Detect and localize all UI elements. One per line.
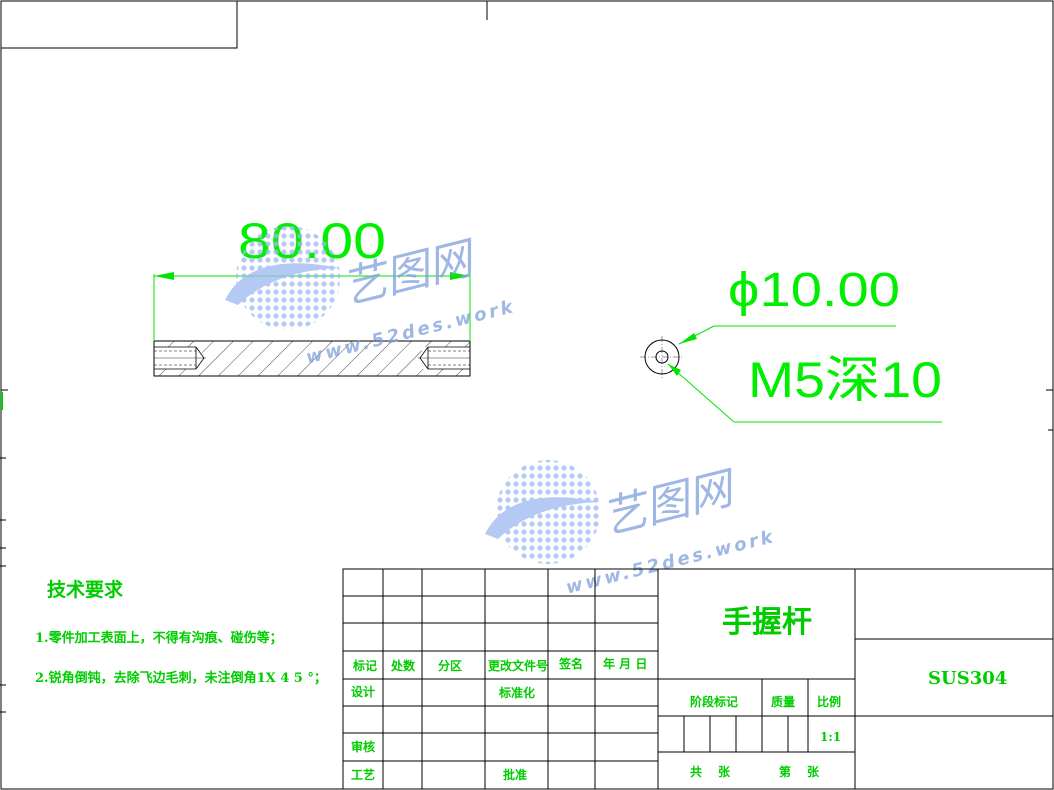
tb-date: 年 月 日 xyxy=(603,656,647,671)
tb-review: 审核 xyxy=(351,739,375,754)
svg-text:艺图网: 艺图网 xyxy=(597,462,742,545)
tb-design: 设计 xyxy=(351,684,375,699)
tb-standardize: 标准化 xyxy=(498,685,535,700)
corner-box xyxy=(0,0,238,49)
tb-zone: 分区 xyxy=(438,658,462,673)
material: SUS304 xyxy=(928,668,1007,689)
tech-req-item-2: 2.锐角倒钝，去除飞边毛刺，未注倒角1X 4 5 °； xyxy=(35,670,327,686)
tb-signature: 签名 xyxy=(558,656,583,671)
svg-text:www.52des.work: www.52des.work xyxy=(564,526,778,598)
side-ticks xyxy=(0,389,1053,713)
tb-sheets-2: 张 xyxy=(807,764,820,779)
watermark-bottom: 艺图网 www.52des.work xyxy=(485,460,778,598)
tb-count: 处数 xyxy=(390,658,416,673)
tech-req-item-1: 1.零件加工表面上，不得有沟痕、碰伤等； xyxy=(35,630,283,646)
tb-mark: 标记 xyxy=(352,658,377,673)
tb-total: 共 xyxy=(690,764,702,779)
rod-side-view xyxy=(153,340,471,377)
rod-end-view xyxy=(640,336,684,378)
part-name: 手握杆 xyxy=(722,605,812,640)
tb-scale-label: 比例 xyxy=(817,694,841,709)
tb-scale-value: 1:1 xyxy=(820,730,841,744)
tb-weight: 质量 xyxy=(771,694,795,709)
thread-leader xyxy=(667,363,942,423)
tb-process: 工艺 xyxy=(351,767,375,782)
tb-change-doc: 更改文件号 xyxy=(488,658,548,673)
diameter-leader xyxy=(678,325,896,345)
tb-stage-mark: 阶段标记 xyxy=(690,694,738,709)
tb-approve: 批准 xyxy=(503,767,527,782)
tb-sheet-no: 第 xyxy=(779,764,791,779)
tech-req-title: 技术要求 xyxy=(47,578,124,601)
diameter-dim-text: ϕ10.00 xyxy=(728,264,900,317)
thread-note-text: M5深10 xyxy=(748,352,942,408)
tb-sheets: 张 xyxy=(718,764,731,779)
title-block-grid xyxy=(342,568,1054,790)
